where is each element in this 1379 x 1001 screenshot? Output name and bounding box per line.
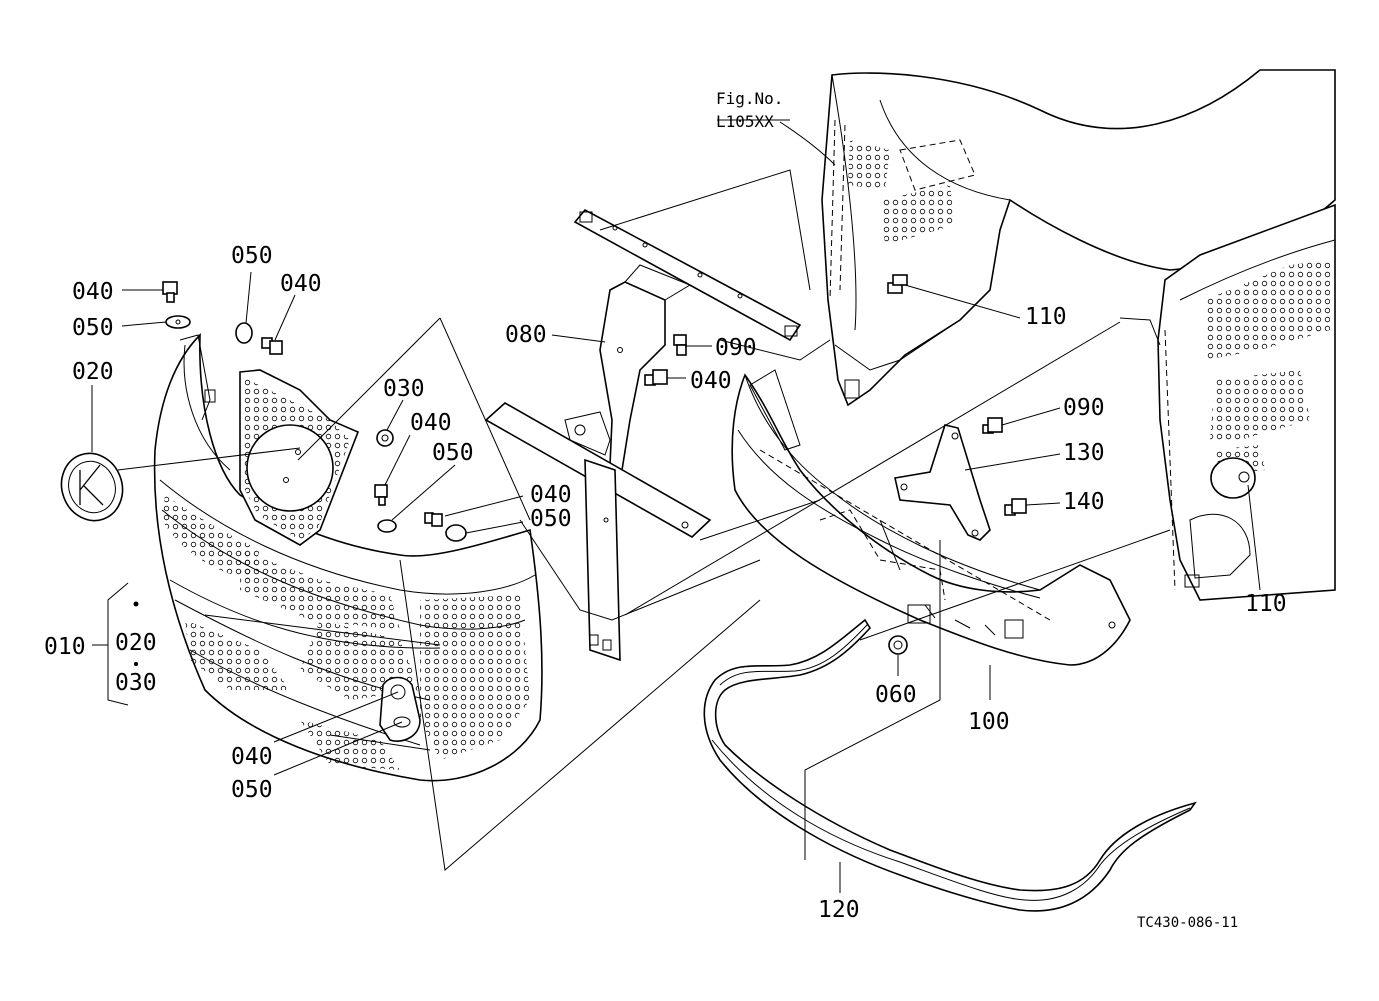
lower-bracket [484,402,712,662]
hood-panel [821,69,1336,407]
callout-030: 030 [115,670,157,696]
callout-050: 050 [530,506,572,532]
callout-020: 020 [72,359,114,385]
callout-090: 090 [1063,395,1105,421]
callout-030: 030 [383,376,425,402]
bolt-040-b [261,337,283,355]
nut-030 [376,429,394,447]
callout-010: 010 [44,634,86,660]
callout-110: 110 [1245,591,1287,617]
callout-140: 140 [1063,489,1105,515]
callout-050: 050 [72,315,114,341]
bolt-110-a [887,274,908,294]
callout-100: 100 [968,709,1010,735]
figure-reference: Fig.No. L105XX [716,89,783,131]
callout-040: 040 [72,279,114,305]
callout-080: 080 [505,322,547,348]
callout-040: 040 [530,482,572,508]
callout-090: 090 [715,335,757,361]
callout-040: 040 [231,744,273,770]
callout-020: 020 [115,630,157,656]
washer-050-d [445,524,467,542]
figure-ref-line1: Fig.No. [716,89,783,108]
front-frame [731,369,1131,666]
callout-labels: 040 050 050 040 020 030 040 050 040 050 … [44,243,1287,923]
washer-050-b [235,322,253,344]
callout-050: 050 [231,777,273,803]
nut-060 [888,635,908,655]
callout-060: 060 [875,682,917,708]
emblem [60,452,124,522]
washer-050-a [165,315,191,329]
bolt-040-a [162,281,178,303]
bolt-040-c [374,484,388,506]
washer-050-c [377,519,397,533]
bolt-090-a [673,334,687,356]
bolt-090-b [982,417,1003,434]
side-panel [1119,203,1336,601]
callout-040: 040 [280,271,322,297]
front-grille [153,333,543,782]
upper-bracket [573,208,802,472]
callout-040: 040 [690,368,732,394]
fasteners [162,274,1027,655]
callout-130: 130 [1063,440,1105,466]
drawing-code: TC430-086-11 [1137,915,1238,931]
bracket-130 [894,424,991,541]
callout-110: 110 [1025,304,1067,330]
callout-050: 050 [231,243,273,269]
figure-ref-line2: L105XX [716,112,774,131]
bolt-140 [1004,498,1027,516]
rubber-seal [703,618,1197,912]
bolt-040-f [644,369,668,386]
bolt-040-d [424,512,443,527]
callout-050: 050 [432,440,474,466]
callout-040: 040 [410,410,452,436]
leader-lines [91,119,1261,893]
callout-120: 120 [818,897,860,923]
